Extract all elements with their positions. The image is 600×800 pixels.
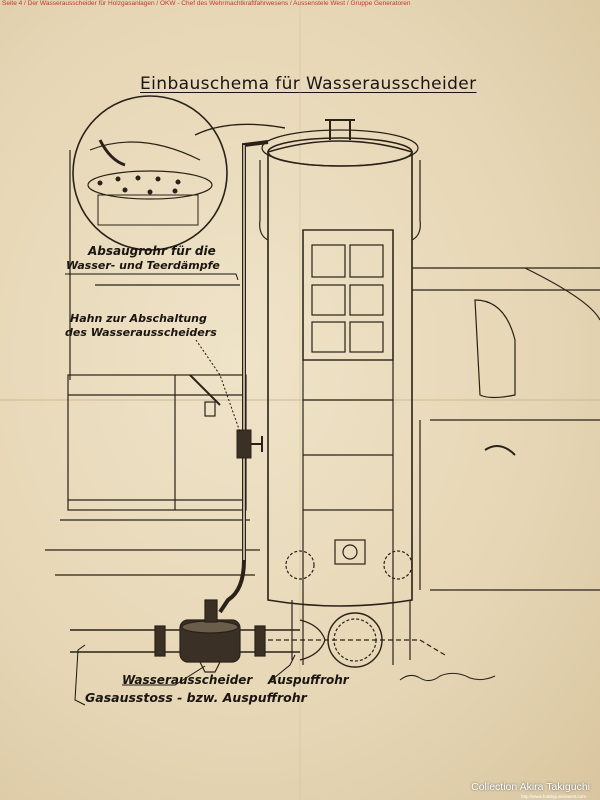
label-auspuffrohr: Auspuffrohr [268,673,349,687]
generator-vessel [259,119,446,668]
label-absaugrohr-line2: Wasser- und Teerdämpfe [66,259,220,272]
shutoff-valve [236,429,263,459]
label-wasserausscheider: Wasserausscheider [122,673,253,687]
watermark-url: http://www.hobbyjunkiewest.com [520,794,586,799]
diagram-title: Einbauschema für Wasserausscheider [140,74,477,94]
label-hahn-line2: des Wasserausscheiders [65,326,217,339]
water-separator [70,599,326,673]
label-hahn-line1: Hahn zur Abschaltung [70,312,207,325]
page-header: Seite 4 / Der Wasserausscheider für Holz… [2,0,411,7]
watermark-collection: Collection Akira Takiguchi [471,781,590,793]
label-gasausstoss: Gasausstoss - bzw. Auspuffrohr [85,690,307,705]
detail-inset [72,95,228,251]
suction-pipe [218,140,269,614]
label-absaugrohr-line1: Absaugrohr für die [88,244,216,258]
artist-signature [399,672,496,682]
